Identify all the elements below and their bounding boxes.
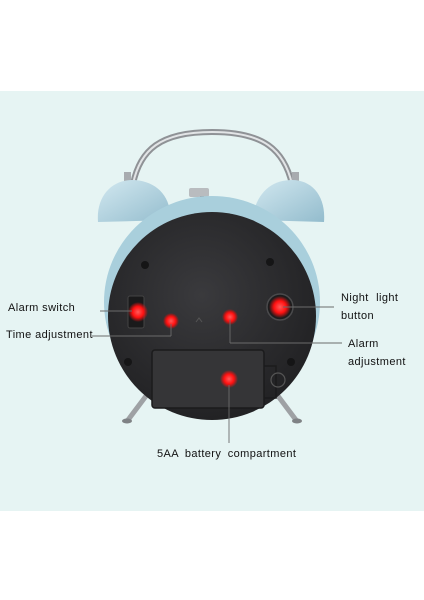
- bell-right: [252, 180, 325, 222]
- hammer-knob: [189, 188, 209, 197]
- battery-compartment: [151, 349, 265, 409]
- label-night-light-line1: Night light: [341, 292, 399, 304]
- leg-left: [125, 393, 149, 423]
- bell-post-right: [292, 172, 299, 184]
- label-alarm-adjustment-line1: Alarm: [348, 338, 379, 350]
- bell-left: [97, 180, 172, 222]
- carry-handle: [130, 128, 295, 187]
- label-time-adjustment: Time adjustment: [6, 329, 93, 341]
- label-night-light-line2: button: [341, 310, 374, 322]
- bell-post-left: [124, 172, 131, 184]
- label-battery-compartment: 5AA battery compartment: [157, 448, 297, 460]
- label-alarm-adjustment-line2: adjustment: [348, 356, 406, 368]
- screw-hole: [124, 358, 132, 366]
- screw-hole: [287, 358, 295, 366]
- screw-hole: [141, 261, 149, 269]
- screw-hole: [266, 258, 274, 266]
- leg-right: [275, 393, 299, 423]
- label-alarm-switch: Alarm switch: [8, 302, 76, 314]
- leader-lines: [92, 306, 342, 443]
